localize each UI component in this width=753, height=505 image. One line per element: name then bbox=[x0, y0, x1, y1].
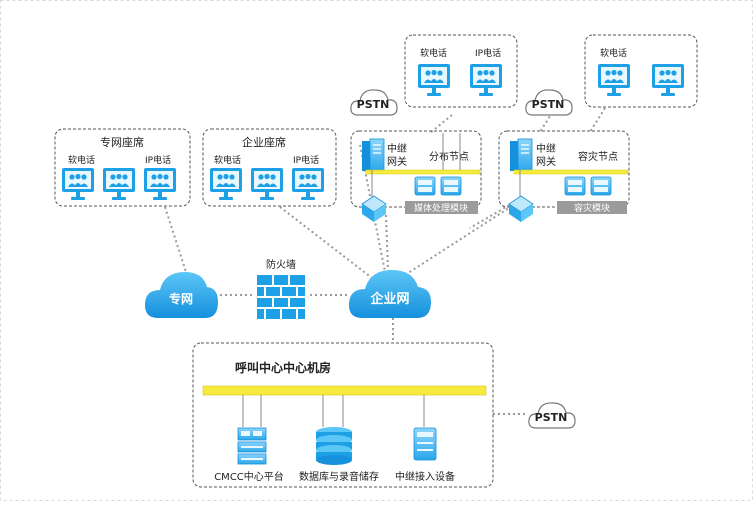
firewall-label: 防火墙 bbox=[266, 258, 296, 271]
center-db-label: 数据库与录音储存 bbox=[299, 470, 379, 483]
ip-phone-icon bbox=[292, 168, 324, 200]
dist-gateway-line2: 网关 bbox=[387, 155, 407, 168]
pstn-cloud-1: PSTN bbox=[350, 89, 398, 116]
zhuanwang-cloud: 专网 bbox=[144, 272, 218, 318]
group-qiye: 企业座席 软电话 IP电话 bbox=[202, 128, 337, 207]
dr-device-icon bbox=[508, 195, 534, 223]
dr-module-tag bbox=[557, 201, 627, 214]
node-server-icon bbox=[564, 176, 586, 196]
qiye-cloud: 企业网 bbox=[348, 270, 431, 318]
softphone-icon bbox=[418, 64, 450, 96]
group-remote1: 软电话 IP电话 bbox=[404, 34, 518, 108]
center-bus bbox=[202, 385, 487, 396]
dist-bus bbox=[365, 169, 481, 175]
group-zhuanwang-left-label: 软电话 bbox=[68, 154, 95, 166]
dr-node-label: 容灾节点 bbox=[578, 150, 618, 163]
softphone-icon bbox=[103, 168, 135, 200]
softphone-icon bbox=[210, 168, 242, 200]
center-server2-label: 中继接入设备 bbox=[395, 470, 455, 483]
group-remote2-left-label: 软电话 bbox=[600, 47, 627, 59]
group-qiye-title: 企业座席 bbox=[242, 135, 286, 149]
node-server-icon bbox=[414, 176, 436, 196]
pstn-label: PSTN bbox=[532, 98, 565, 111]
node-server-icon bbox=[590, 176, 612, 196]
pstn-cloud-3: PSTN bbox=[528, 402, 576, 429]
ip-phone-icon bbox=[144, 168, 176, 200]
zhuanwang-cloud-label: 专网 bbox=[169, 291, 193, 306]
dr-module-label: 容灾模块 bbox=[574, 202, 610, 214]
dist-module-label: 媒体处理模块 bbox=[414, 202, 468, 214]
media-device-icon bbox=[361, 195, 387, 223]
trunk-gateway-icon bbox=[361, 138, 385, 172]
group-center: 呼叫中心中心机房 CMCC中心平台 数据库与录音储存 中继接入设备 bbox=[192, 342, 494, 488]
group-remote2: 软电话 bbox=[584, 34, 698, 108]
center-title: 呼叫中心中心机房 bbox=[235, 360, 331, 375]
trunk-gateway-icon bbox=[509, 138, 533, 172]
cmcc-server-icon bbox=[237, 427, 267, 465]
dr-gateway-line2: 网关 bbox=[536, 155, 556, 168]
pstn-label: PSTN bbox=[535, 411, 568, 424]
group-zhuanwang-right-label: IP电话 bbox=[145, 154, 171, 166]
group-dist: 中继 网关 分布节点 媒体处理模块 bbox=[350, 130, 482, 223]
group-dr: 中继 网关 容灾节点 容灾模块 bbox=[498, 130, 630, 223]
pstn-label: PSTN bbox=[357, 98, 390, 111]
qiye-cloud-label: 企业网 bbox=[369, 291, 409, 307]
softphone-icon bbox=[62, 168, 94, 200]
pstn-cloud-2: PSTN bbox=[525, 89, 573, 116]
dist-gateway-line1: 中继 bbox=[387, 142, 407, 155]
group-qiye-left-label: 软电话 bbox=[214, 154, 241, 166]
center-server1-label: CMCC中心平台 bbox=[214, 470, 284, 483]
node-server-icon bbox=[440, 176, 462, 196]
group-qiye-right-label: IP电话 bbox=[293, 154, 319, 166]
group-remote1-right-label: IP电话 bbox=[475, 47, 501, 59]
dr-bus bbox=[513, 169, 629, 175]
softphone-icon bbox=[251, 168, 283, 200]
group-remote1-left-label: 软电话 bbox=[420, 47, 447, 59]
group-zhuanwang-title: 专网座席 bbox=[100, 135, 144, 149]
group-zhuanwang: 专网座席 软电话 IP电话 bbox=[54, 128, 191, 207]
trunk-access-icon bbox=[413, 427, 437, 461]
dist-node-label: 分布节点 bbox=[429, 151, 469, 163]
ip-phone-icon bbox=[470, 64, 502, 96]
dr-gateway-line1: 中继 bbox=[536, 142, 556, 155]
firewall-icon bbox=[257, 275, 305, 319]
dist-module-tag bbox=[405, 201, 478, 214]
softphone-icon bbox=[598, 64, 630, 96]
database-icon bbox=[316, 427, 352, 465]
firewall: 防火墙 bbox=[257, 258, 305, 319]
ip-phone-icon bbox=[652, 64, 684, 96]
